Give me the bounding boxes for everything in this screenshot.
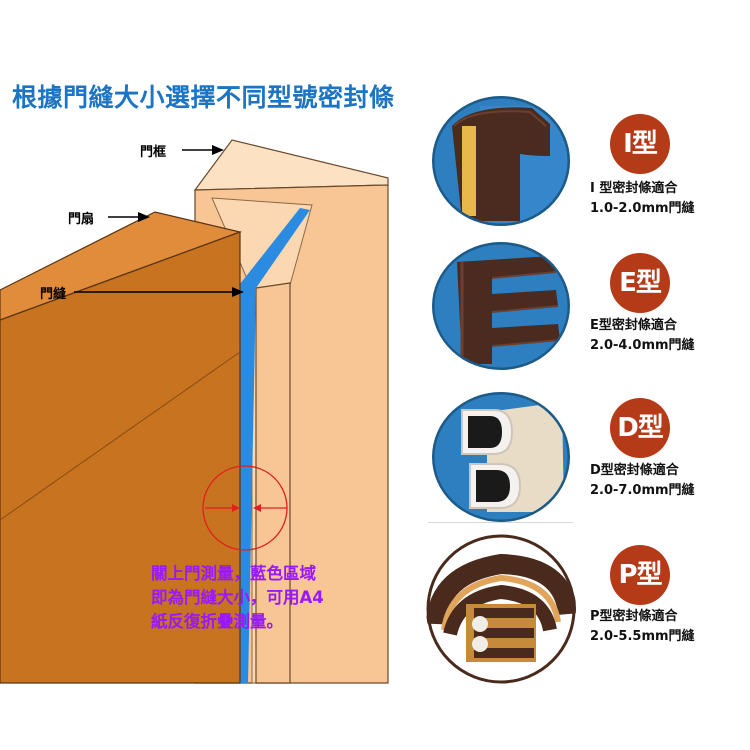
p-type-description: P型密封條適合 2.0-5.5mm門縫 <box>590 607 695 647</box>
d-type-desc-line-1: D型密封條適合 <box>590 463 679 478</box>
measurement-note-line-1: 關上門測量，藍色區域 <box>151 564 316 583</box>
page-title: 根據門縫大小選擇不同型號密封條 <box>12 83 395 112</box>
p-type-desc-line-2: 2.0-5.5mm門縫 <box>590 629 695 644</box>
e-type-desc-line-2: 2.0-4.0mm門縫 <box>590 338 695 353</box>
leaf-label: 門扇 <box>68 212 95 227</box>
d-type-seal-image <box>432 392 570 522</box>
e-type-desc-line-1: E型密封條適合 <box>590 318 677 333</box>
e-type-seal-image <box>432 242 570 370</box>
door-frame-top-face <box>193 139 389 191</box>
measurement-note: 關上門測量，藍色區域 即為門縫大小，可用A4 紙反復折疊測量。 <box>151 562 391 634</box>
gap-label: 門縫 <box>40 287 67 302</box>
p-type-badge: P型 <box>610 545 670 605</box>
measurement-note-line-3: 紙反復折疊測量。 <box>151 612 283 631</box>
section-divider <box>428 522 573 523</box>
door-leaf-edge-line <box>0 351 241 521</box>
e-type-badge: E型 <box>610 253 670 313</box>
frame-label: 門框 <box>140 145 167 160</box>
door-frame-front-jamb <box>255 282 291 684</box>
d-type-description: D型密封條適合 2.0-7.0mm門縫 <box>590 461 695 501</box>
i-type-desc-line-2: 1.0-2.0mm門縫 <box>590 201 695 216</box>
d-type-desc-line-2: 2.0-7.0mm門縫 <box>590 483 695 498</box>
e-type-description: E型密封條適合 2.0-4.0mm門縫 <box>590 316 695 356</box>
d-type-badge: D型 <box>610 398 670 458</box>
i-type-desc-line-1: I 型密封條適合 <box>590 181 678 196</box>
measurement-note-line-2: 即為門縫大小，可用A4 <box>151 588 324 607</box>
p-type-seal-image <box>426 534 576 684</box>
i-type-seal-image <box>432 96 570 226</box>
p-type-desc-line-1: P型密封條適合 <box>590 609 678 624</box>
i-type-description: I 型密封條適合 1.0-2.0mm門縫 <box>590 179 695 219</box>
i-type-badge: I型 <box>610 114 670 174</box>
door-leaf-front <box>0 231 241 684</box>
door-gap-blue <box>238 208 310 683</box>
